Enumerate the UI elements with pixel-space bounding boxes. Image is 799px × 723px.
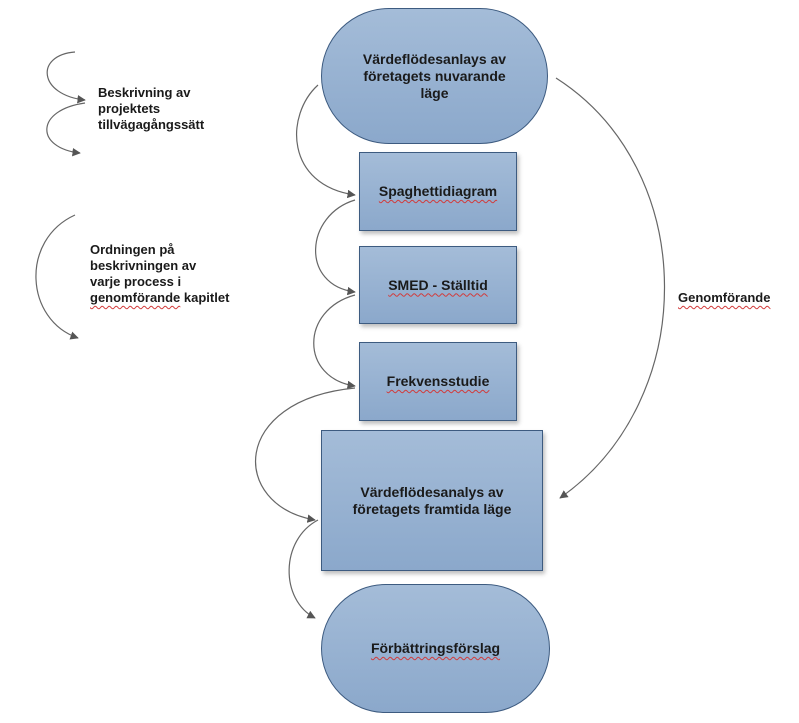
note-order-line2: beskrivningen av bbox=[90, 258, 197, 273]
node-frequency-label: Frekvensstudie bbox=[386, 373, 490, 389]
note-execution: Genomförande bbox=[678, 290, 770, 306]
node-spaghetti: Spaghettidiagram bbox=[359, 152, 517, 231]
node-smed: SMED - Ställtid bbox=[359, 246, 517, 324]
note-order: Ordningen på beskrivningen av varje proc… bbox=[90, 242, 260, 306]
arrow-frequency-to-future bbox=[254, 387, 356, 523]
note-order-line3: varje process i bbox=[90, 274, 182, 289]
node-current-vsm: Värdeflödesanlays av företagets nuvarand… bbox=[321, 8, 548, 144]
legend-arrow-3 bbox=[35, 214, 79, 340]
note-order-word: genomförande bbox=[90, 290, 181, 305]
node-spaghetti-label: Spaghettidiagram bbox=[378, 183, 498, 199]
arrow-future-to-improvements bbox=[288, 519, 319, 619]
arrow-smed-to-frequency bbox=[313, 294, 356, 390]
note-order-line4: genomförande kapitlet bbox=[90, 290, 260, 306]
note-method-description: Beskrivning av projektets tillvägagångss… bbox=[98, 85, 238, 133]
node-current-vsm-label: Värdeflödesanlays av företagets nuvarand… bbox=[362, 50, 507, 101]
note-execution-text: Genomförande bbox=[678, 290, 771, 305]
legend-arrow-1 bbox=[46, 51, 86, 104]
node-frequency: Frekvensstudie bbox=[359, 342, 517, 421]
node-improvements-label: Förbättringsförslag bbox=[370, 640, 501, 656]
legend-arrow-2 bbox=[46, 102, 86, 157]
node-improvements: Förbättringsförslag bbox=[321, 584, 550, 713]
node-future-vsm-label: Värdeflödesanalys av företagets framtida… bbox=[352, 483, 512, 517]
note-order-line1: Ordningen på bbox=[90, 242, 175, 257]
note-order-tail: kapitlet bbox=[180, 290, 230, 305]
arrow-current-to-spaghetti bbox=[296, 84, 356, 199]
node-future-vsm: Värdeflödesanalys av företagets framtida… bbox=[321, 430, 543, 571]
note-method-description-text: Beskrivning av projektets tillvägagångss… bbox=[98, 85, 205, 132]
arrow-spaghetti-to-smed bbox=[315, 199, 356, 296]
node-smed-label: SMED - Ställtid bbox=[388, 276, 488, 293]
arrow-execution bbox=[555, 77, 666, 499]
